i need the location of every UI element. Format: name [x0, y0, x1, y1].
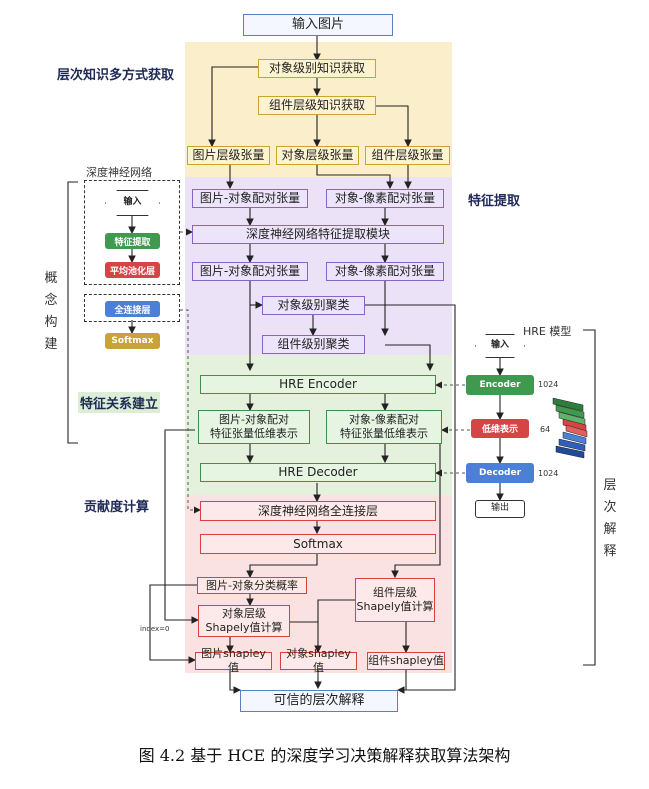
hre-encoder-mini: Encoder [466, 375, 534, 395]
trusted-explanation-node: 可信的层次解释 [240, 690, 398, 712]
concept-side-label: 概念构建 [44, 271, 58, 352]
component-shapely-node: 组件层级 Shapely值计算 [355, 578, 435, 622]
concept-softmax-node: Softmax [105, 333, 160, 349]
object-knowledge-node: 对象级别知识获取 [258, 59, 376, 78]
hre-decoder-node: HRE Decoder [200, 463, 436, 482]
index-label: index=0 [140, 625, 170, 633]
section-label-knowledge: 层次知识多方式获取 [57, 68, 175, 83]
img-obj-pair-node-2: 图片-对象配对张量 [192, 262, 308, 281]
component-cluster-node: 组件级别聚类 [262, 335, 365, 354]
hre-dim-low: 64 [540, 425, 551, 434]
object-tensor-node: 对象层级张量 [276, 146, 359, 165]
hre-output-node: 输出 [475, 500, 525, 518]
hre-model-title: HRE 模型 [523, 325, 572, 338]
component-tensor-node: 组件层级张量 [365, 146, 450, 165]
comp-shapley-node: 组件shapley值 [367, 652, 445, 670]
concept-pool-node: 平均池化层 [105, 262, 160, 278]
concept-net-frame [84, 180, 180, 285]
concept-input-node: 输入 [105, 190, 160, 216]
object-cluster-node: 对象级别聚类 [262, 296, 365, 315]
concept-fc-node: 全连接层 [105, 301, 160, 317]
hre-dim-encoder: 1024 [538, 380, 559, 389]
hre-encoder-node: HRE Encoder [200, 375, 436, 394]
object-shapely-node: 对象层级 Shapely值计算 [198, 605, 290, 637]
img-obj-prob-node: 图片-对象分类概率 [197, 577, 307, 594]
section-label-feature: 特征提取 [468, 194, 521, 209]
input-image-node: 输入图片 [243, 14, 393, 36]
component-knowledge-node: 组件层级知识获取 [258, 96, 376, 115]
softmax-node: Softmax [200, 534, 436, 554]
hre-side-label: 层次解释 [603, 478, 617, 559]
image-tensor-node: 图片层级张量 [187, 146, 270, 165]
figure-caption: 图 4.2 基于 HCE 的深度学习决策解释获取算法架构 [138, 746, 511, 765]
section-label-contribution: 贡献度计算 [84, 500, 150, 515]
section-label-relation: 特征关系建立 [78, 392, 161, 413]
hre-input-node: 输入 [475, 334, 525, 358]
obj-pix-pair-node-1: 对象-像素配对张量 [326, 189, 444, 208]
img-obj-lowdim-node: 图片-对象配对 特征张量低维表示 [198, 410, 310, 444]
hre-decoder-mini: Decoder [466, 463, 534, 483]
concept-fc-frame [84, 294, 180, 322]
dnn-fc-node: 深度神经网络全连接层 [200, 501, 436, 521]
obj-pix-pair-node-2: 对象-像素配对张量 [326, 262, 444, 281]
hre-dim-decoder: 1024 [538, 469, 559, 478]
hre-lowdim-mini: 低维表示 [471, 419, 529, 438]
concept-net-title: 深度神经网络 [86, 166, 152, 179]
concept-feature-node: 特征提取 [105, 233, 160, 249]
dnn-extract-node: 深度神经网络特征提取模块 [192, 225, 444, 244]
obj-pix-lowdim-node: 对象-像素配对 特征张量低维表示 [326, 410, 442, 444]
img-obj-pair-node-1: 图片-对象配对张量 [192, 189, 308, 208]
